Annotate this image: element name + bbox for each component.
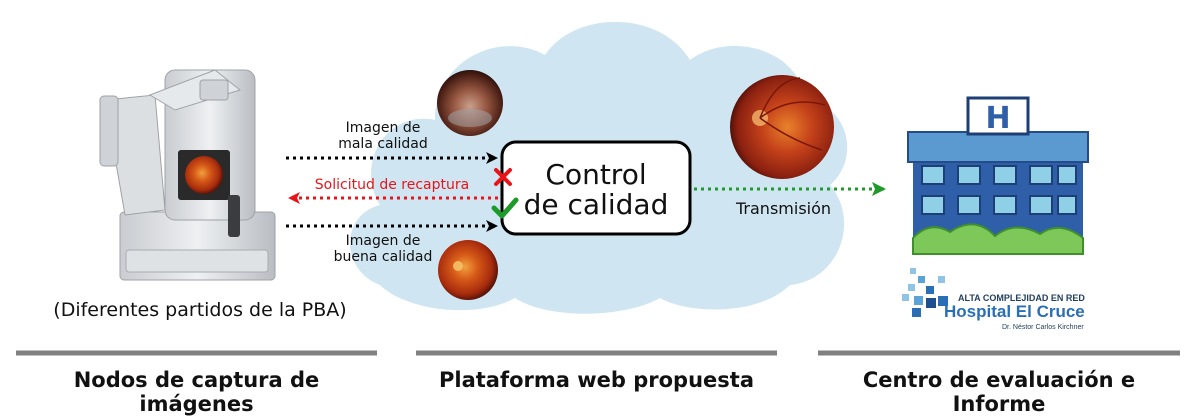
- section-title-center: Centro de evaluación e Informe: [862, 368, 1136, 416]
- transmitted-image: [730, 75, 834, 179]
- transmission-label: Transmisión: [736, 199, 832, 218]
- bad-image-label: Imagen de mala calidad: [338, 120, 428, 153]
- good-image-label: Imagen de buena calidad: [333, 233, 433, 266]
- logo-name: Hospital El Cruce: [944, 302, 1085, 321]
- capture-caption: (Diferentes partidos de la PBA): [53, 299, 347, 321]
- section-title-capture: Nodos de captura de imágenes: [73, 368, 320, 416]
- x-mark-icon: [494, 168, 512, 186]
- good-quality-image: [438, 240, 498, 300]
- checkmark-icon: [491, 197, 519, 219]
- hospital-logo-mark: [902, 268, 948, 317]
- quality-control-label: Control de calidad: [523, 158, 669, 221]
- logo-subtitle: Dr. Néstor Carlos Kirchner: [1002, 324, 1084, 331]
- bad-quality-image: [437, 70, 503, 136]
- fundus-camera-icon: [99, 69, 276, 281]
- hospital-building-icon: H: [907, 96, 1089, 255]
- section-title-platform: Plataforma web propuesta: [439, 368, 754, 392]
- logo-tagline: ALTA COMPLEJIDAD EN RED: [958, 293, 1085, 303]
- quality-control-box: [500, 140, 692, 236]
- recapture-label: Solicitud de recaptura: [314, 177, 470, 193]
- hospital-sign: H: [985, 101, 1010, 136]
